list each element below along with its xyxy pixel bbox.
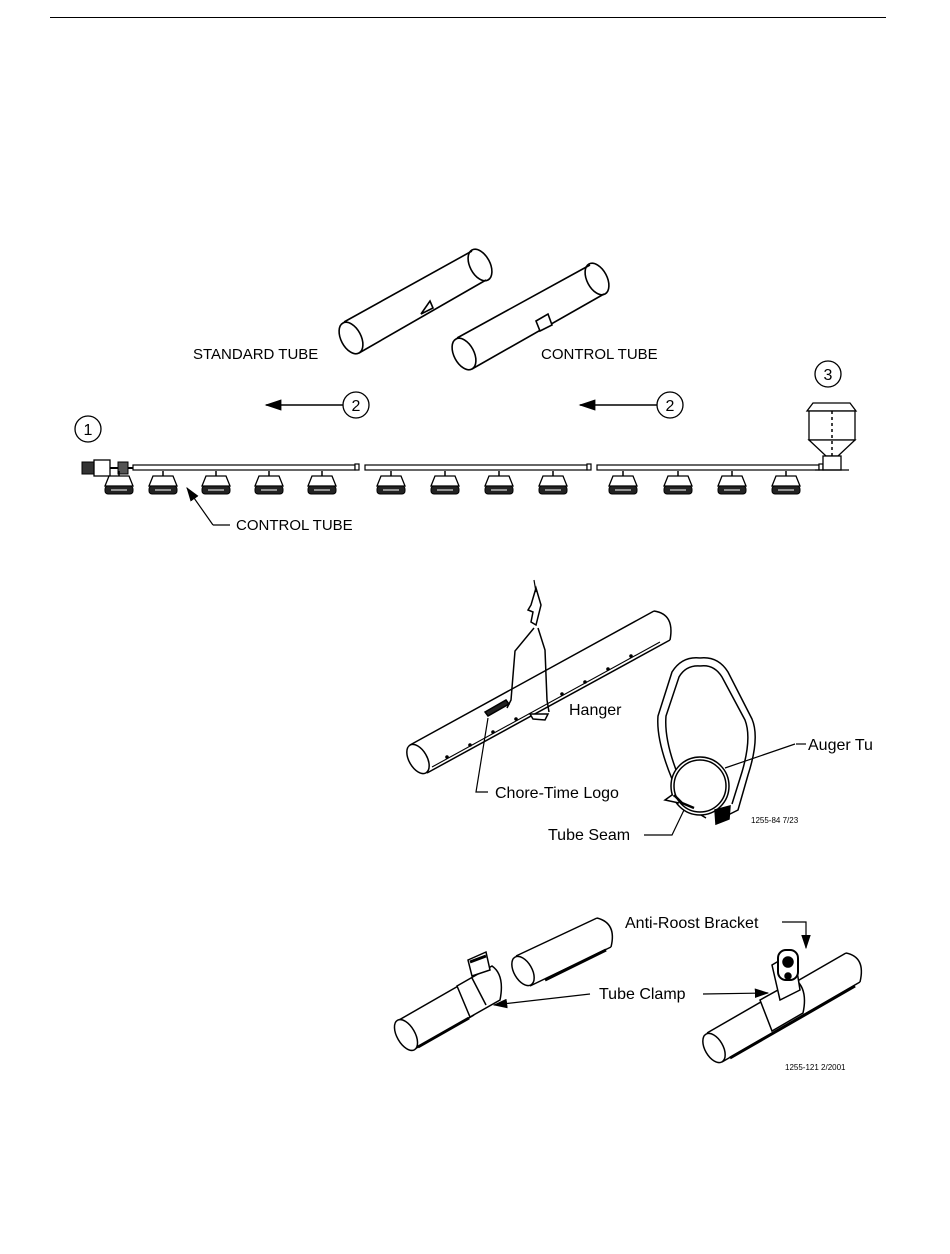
callout-2a: 2 <box>343 392 369 418</box>
standard-tube-label: STANDARD TUBE <box>193 346 318 363</box>
seam-leader <box>644 810 684 835</box>
clamp-figure-code: 1255-121 2/2001 <box>785 1063 846 1072</box>
auger-tube-leader <box>725 744 795 768</box>
clamp-leader-left <box>494 994 590 1005</box>
hanger-wire <box>507 580 549 720</box>
tube-seam-label: Tube Seam <box>548 827 630 844</box>
svg-text:1: 1 <box>84 422 93 439</box>
svg-text:2: 2 <box>352 398 361 415</box>
hanger-cross-section <box>658 658 755 824</box>
callout-3: 3 <box>815 361 841 387</box>
anti-roost-bracket-label: Anti-Roost Bracket <box>625 915 759 932</box>
callout-1: 1 <box>75 416 101 442</box>
svg-text:2: 2 <box>666 398 675 415</box>
clamp-left-drawing <box>390 952 502 1054</box>
feeder-line <box>133 464 823 470</box>
feeder-pans <box>105 471 800 494</box>
control-tube-bottom-label: CONTROL TUBE <box>236 517 353 534</box>
tube-clamp-label: Tube Clamp <box>599 986 686 1003</box>
hanger-figure-code: 1255-84 7/23 <box>751 816 799 825</box>
hanger-tube-drawing <box>402 611 671 777</box>
bulk-hopper <box>807 403 856 470</box>
standard-tube-drawing <box>334 245 497 357</box>
power-unit <box>82 460 133 476</box>
tube-right-loose <box>507 918 612 989</box>
chore-time-logo-label: Chore-Time Logo <box>495 785 619 802</box>
control-tube-top-label: CONTROL TUBE <box>541 346 658 363</box>
hanger-label: Hanger <box>569 702 622 719</box>
bracket-leader <box>782 922 806 948</box>
clamp-right-drawing <box>698 950 861 1066</box>
svg-text:3: 3 <box>824 367 833 384</box>
auger-tube-label: Auger Tu <box>808 737 873 754</box>
clamp-leader-right <box>703 993 768 994</box>
logo-leader <box>476 718 488 792</box>
callout-2b: 2 <box>657 392 683 418</box>
